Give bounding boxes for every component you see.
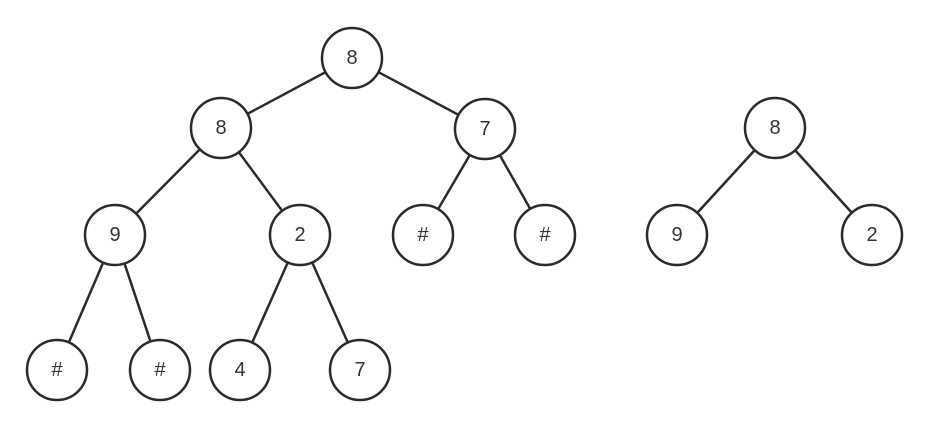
node-label: 7 <box>479 118 490 140</box>
node-label: 8 <box>769 117 780 139</box>
node-circle <box>189 96 253 160</box>
tree-node: # <box>391 203 455 267</box>
node-circle <box>208 338 272 402</box>
sub-tree: 8 9 2 <box>645 96 904 267</box>
node-label: 8 <box>346 47 357 69</box>
node-circle <box>391 203 455 267</box>
tree-node: 9 <box>645 203 709 267</box>
tree-node: 9 <box>83 203 147 267</box>
tree-node: 7 <box>453 97 517 161</box>
tree-node: 2 <box>840 203 904 267</box>
node-circle <box>128 338 192 402</box>
node-label: 2 <box>294 224 305 246</box>
tree-node: 2 <box>268 203 332 267</box>
node-label: # <box>539 224 551 246</box>
node-label: 9 <box>671 224 682 246</box>
tree-node: # <box>513 203 577 267</box>
tree-node: 4 <box>208 338 272 402</box>
node-label: 2 <box>866 224 877 246</box>
tree-node: 8 <box>743 96 807 160</box>
node-circle <box>25 338 89 402</box>
tree-node: # <box>128 338 192 402</box>
node-circle <box>645 203 709 267</box>
node-circle <box>743 96 807 160</box>
node-label: # <box>417 224 429 246</box>
tree-node: 8 <box>189 96 253 160</box>
tree-node: # <box>25 338 89 402</box>
node-circle <box>453 97 517 161</box>
node-circle <box>328 338 392 402</box>
node-label: 7 <box>354 359 365 381</box>
main-tree: 8 8 7 9 2 # # # #4 7 <box>25 26 577 402</box>
node-label: 8 <box>215 117 226 139</box>
tree-node: 8 <box>320 26 384 90</box>
node-circle <box>840 203 904 267</box>
tree-node: 7 <box>328 338 392 402</box>
node-circle <box>513 203 577 267</box>
node-circle <box>268 203 332 267</box>
node-label: 4 <box>234 359 245 381</box>
node-circle <box>83 203 147 267</box>
node-circle <box>320 26 384 90</box>
node-label: # <box>51 359 63 381</box>
node-label: # <box>154 359 166 381</box>
node-label: 9 <box>109 224 120 246</box>
